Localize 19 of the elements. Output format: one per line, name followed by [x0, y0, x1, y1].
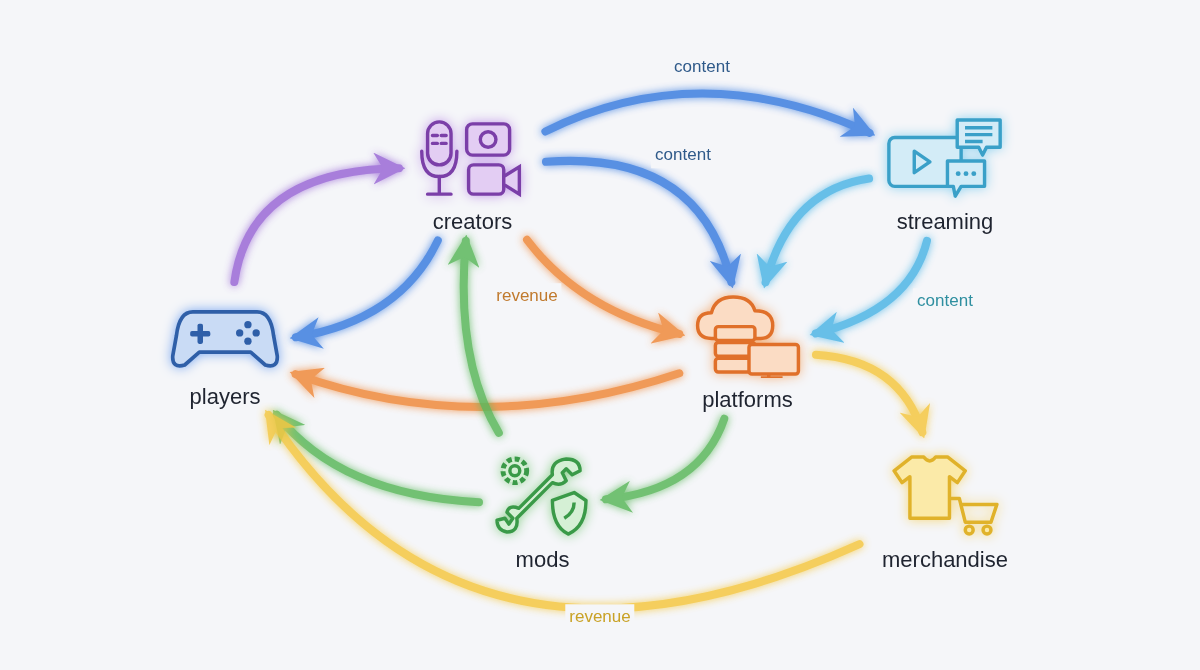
node-label: merchandise	[882, 545, 1008, 573]
node-label: mods	[515, 545, 570, 573]
arrow	[541, 89, 876, 138]
arrow	[523, 235, 686, 343]
node-label: platforms	[702, 385, 793, 413]
arrow	[809, 236, 931, 342]
node-label: streaming	[896, 207, 994, 235]
node-label: players	[189, 382, 261, 410]
arrow	[448, 234, 503, 437]
arrow	[264, 409, 864, 612]
node-label: creators	[432, 207, 513, 235]
arrow	[272, 409, 483, 507]
arrow	[289, 236, 442, 349]
arrow	[542, 156, 740, 289]
arrow	[812, 350, 929, 439]
arrow	[289, 366, 684, 411]
arrow	[599, 414, 729, 512]
arrow	[230, 153, 406, 287]
arrow	[757, 174, 874, 289]
